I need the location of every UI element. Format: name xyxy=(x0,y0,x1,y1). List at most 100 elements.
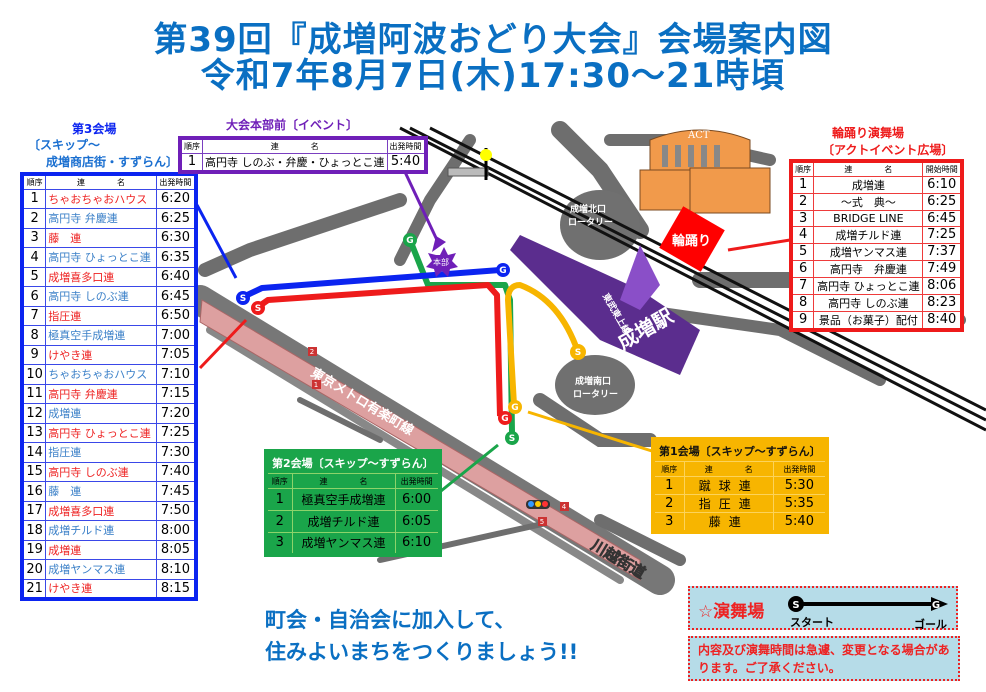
order-cell: 17 xyxy=(21,500,47,521)
start-label: S xyxy=(240,294,246,304)
group-name-cell: 高円寺 ひょっとこ連 xyxy=(45,422,157,443)
group-name-cell: 成増ヤンマス連 xyxy=(45,559,157,580)
south-rotary xyxy=(555,355,635,415)
time-cell: 6:00 xyxy=(394,488,441,511)
order-cell: 11 xyxy=(21,383,47,404)
time-cell: 6:45 xyxy=(155,286,197,307)
time-cell: 8:00 xyxy=(155,520,197,541)
group-name-cell: 極真空手成増連 xyxy=(291,488,396,511)
order-cell: 2 xyxy=(790,192,815,211)
order-cell: 9 xyxy=(790,310,815,330)
venue3-title: 第3会場 xyxy=(72,122,117,136)
group-name-cell: 高円寺 ひょっとこ連 xyxy=(813,276,924,295)
south-rotary-label: 成増南口 xyxy=(575,375,611,387)
legend-goal: ゴール xyxy=(914,618,947,631)
time-cell: 7:25 xyxy=(922,225,963,244)
goal-label: G xyxy=(501,414,508,424)
group-name-cell: けやき連 xyxy=(45,344,157,365)
group-name-cell: けやき連 xyxy=(45,578,157,599)
goal-marker xyxy=(403,233,417,247)
start-marker xyxy=(570,344,586,360)
order-cell: 2 xyxy=(652,494,685,513)
time-cell: 7:45 xyxy=(155,481,197,502)
group-name-cell: 高円寺 しのぶ連 xyxy=(813,293,924,312)
time-cell: 7:40 xyxy=(155,461,197,482)
time-cell: 6:35 xyxy=(155,247,197,268)
order-cell: 7 xyxy=(790,276,815,295)
group-name-cell: 成増ヤンマス連 xyxy=(813,242,924,261)
start-marker xyxy=(236,291,250,305)
column-header: 順序 xyxy=(265,473,293,489)
order-cell: 20 xyxy=(21,559,47,580)
venue3-subtitle1: 〔スキップ〜 xyxy=(28,138,101,152)
group-name-cell: 蹴球連 xyxy=(683,476,775,495)
route-venue3-red xyxy=(256,282,503,417)
order-cell: 1 xyxy=(265,488,293,511)
time-cell: 8:40 xyxy=(922,310,963,330)
order-cell: 14 xyxy=(21,442,47,463)
group-name-cell: ちゃおちゃおハウス xyxy=(45,188,157,209)
group-name-cell: ちゃおちゃおハウス xyxy=(45,364,157,385)
time-cell: 8:10 xyxy=(155,559,197,580)
group-name-cell: 高円寺 ひょっとこ連 xyxy=(45,247,157,268)
pointer-arrows xyxy=(195,171,791,497)
order-cell: 13 xyxy=(21,422,47,443)
order-cell: 3 xyxy=(21,227,47,248)
exit-label: 5 xyxy=(540,518,544,526)
routes xyxy=(241,238,581,433)
order-cell: 7 xyxy=(21,305,47,326)
south-rotary-label2: ロータリー xyxy=(573,388,618,400)
order-cell: 8 xyxy=(790,293,815,312)
exit-label: 2 xyxy=(310,348,314,356)
group-name-cell: 成増連 xyxy=(45,539,157,560)
column-header: 連 名 xyxy=(202,137,388,154)
time-cell: 5:40 xyxy=(773,512,828,533)
column-header: 出発時間 xyxy=(394,473,441,489)
route-venue1 xyxy=(505,282,581,406)
column-header: 出発時間 xyxy=(386,137,426,154)
order-cell: 2 xyxy=(21,208,47,229)
time-cell: 5:35 xyxy=(773,494,828,513)
column-header: 連 名 xyxy=(45,173,157,190)
start-marker xyxy=(251,301,265,315)
time-cell: 7:25 xyxy=(155,422,197,443)
start-goal-arrow-icon: S G xyxy=(788,596,948,612)
hq-marker-label: 本部 xyxy=(433,257,449,267)
group-name-cell: 高円寺 弁慶連 xyxy=(45,383,157,404)
order-cell: 8 xyxy=(21,325,47,346)
railroad-crossing-icon xyxy=(447,148,492,180)
group-name-cell: 高円寺 しのぶ連 xyxy=(45,461,157,482)
time-cell: 6:20 xyxy=(155,188,197,209)
time-cell: 8:06 xyxy=(922,276,963,295)
goal-marker xyxy=(496,263,510,277)
order-cell: 2 xyxy=(265,510,293,533)
order-cell: 16 xyxy=(21,481,47,502)
order-cell: 3 xyxy=(790,209,815,227)
start-label: S xyxy=(509,434,515,444)
column-header: 出発時間 xyxy=(155,173,197,190)
time-cell: 7:49 xyxy=(922,259,963,278)
group-name-cell: 指圧連 xyxy=(683,494,775,513)
group-name-cell: 高円寺 しのぶ連 xyxy=(45,286,157,307)
time-cell: 7:05 xyxy=(155,344,197,365)
legend-box: ☆演舞場 S G スタート ゴール xyxy=(688,586,958,631)
group-name-cell: 〜式 典〜 xyxy=(813,192,924,211)
slogan-line2: 住みよいまちをつくりましょう!! xyxy=(265,640,579,664)
group-name-cell: 藤連 xyxy=(683,512,775,533)
goal-marker xyxy=(508,400,522,414)
time-cell: 6:25 xyxy=(922,192,963,211)
